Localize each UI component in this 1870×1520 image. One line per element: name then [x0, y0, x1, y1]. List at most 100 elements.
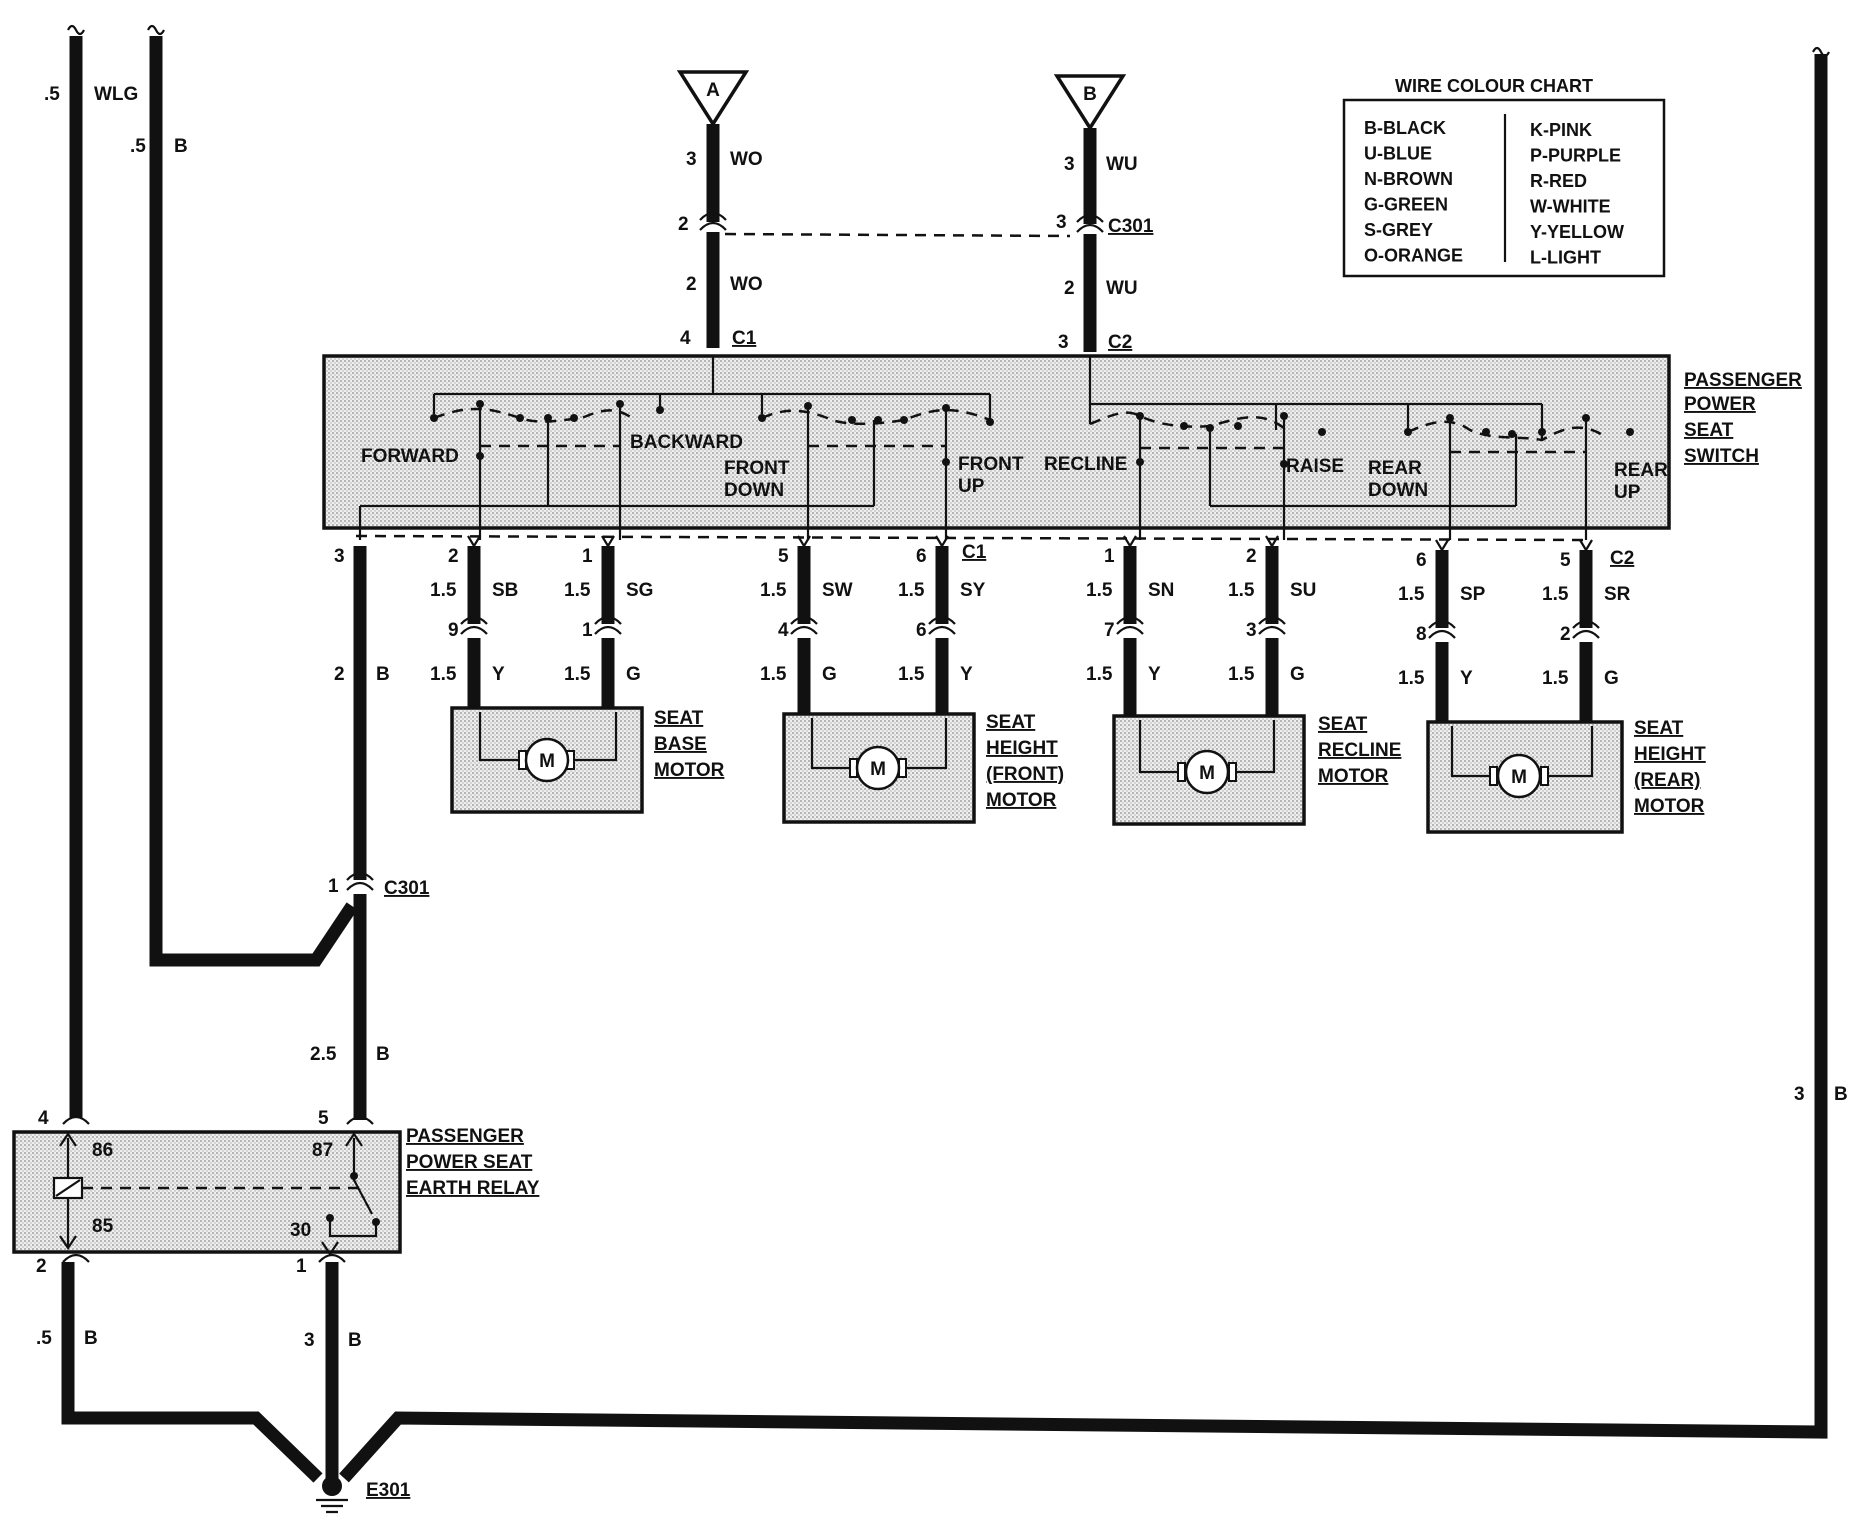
wire-color: Y: [1148, 664, 1161, 685]
wire-color: B: [174, 136, 188, 157]
connector-symbol-icon: [318, 1253, 346, 1263]
pin-number: 1: [328, 876, 339, 897]
wire-b-right: [339, 54, 1828, 1483]
legend-left-column: B-BLACKU-BLUEN-BROWNG-GREENS-GREYO-ORANG…: [1364, 118, 1463, 266]
feed-b-icon: [1053, 74, 1127, 132]
connector-label: C301: [1108, 216, 1154, 237]
wire-size: .5: [36, 1328, 52, 1349]
wire-color: Y: [960, 664, 973, 685]
motor-label: SEAT: [654, 708, 704, 729]
relay-pin-label: 85: [92, 1216, 114, 1237]
position-rear-up-label: REAR: [1614, 460, 1668, 481]
position-raise-label: RAISE: [1286, 456, 1344, 477]
c301-dashed-link: [724, 232, 1071, 238]
wire-size: 2: [1064, 278, 1075, 299]
pin-number: 5: [778, 546, 789, 567]
wire-size: 1.5: [1398, 584, 1425, 605]
pin-number: 4: [680, 328, 691, 349]
wire-color: B: [348, 1330, 362, 1351]
relay-pin-label: 30: [290, 1220, 311, 1241]
motor-label: HEIGHT: [1634, 744, 1706, 765]
switch-title: POWER: [1684, 394, 1756, 415]
pin-number: 2: [36, 1256, 47, 1277]
pin-number: 8: [1416, 624, 1427, 645]
pin-number: 2: [678, 214, 689, 235]
motor-seat-base: M SEAT BASE MOTOR: [450, 706, 725, 814]
wire-size: 1.5: [1542, 668, 1569, 689]
position-front-up-label: FRONT: [958, 454, 1024, 475]
connector-symbol-icon: [346, 1115, 374, 1125]
wire-b-left: [149, 36, 358, 967]
connector-symbol-icon: [1116, 615, 1144, 625]
motor-symbol: M: [1199, 763, 1215, 784]
arrow-icon: [797, 535, 811, 549]
ground-symbol-icon: [316, 1498, 348, 1514]
legend-item: P-PURPLE: [1530, 146, 1621, 166]
connector-symbol-icon: [928, 615, 956, 625]
pin-number: 1: [1104, 546, 1115, 567]
connector-symbol-icon: [1428, 619, 1456, 629]
wire-color: SB: [492, 580, 518, 601]
wire-size: 3: [1794, 1084, 1805, 1105]
ground-e301: .5 B 3 B E301: [36, 1262, 411, 1514]
motor-seat-recline: M SEAT RECLINE MOTOR: [1112, 714, 1401, 826]
wire-size: 1.5: [760, 664, 787, 685]
pin-number: 3: [1058, 332, 1069, 353]
legend-item: W-WHITE: [1530, 197, 1611, 217]
legend-item: Y-YELLOW: [1530, 222, 1624, 242]
motor-label: SEAT: [1318, 714, 1368, 735]
connector-symbol-icon: [790, 615, 818, 625]
relay-pin-label: 87: [312, 1140, 333, 1161]
wire-size: 2: [334, 664, 345, 685]
connector-symbol-icon: [1572, 629, 1600, 639]
wire-color: B: [1834, 1084, 1848, 1105]
wire-color: SU: [1290, 580, 1316, 601]
connector-symbol-icon: [460, 625, 488, 635]
feed-label: B: [1083, 84, 1097, 105]
motor-label: MOTOR: [986, 790, 1057, 811]
switch-bottom-dashed: [355, 534, 1591, 542]
wire-size: 1.5: [1398, 668, 1425, 689]
legend-item: G-GREEN: [1364, 195, 1448, 215]
wire-color: G: [1290, 664, 1305, 685]
right-ground-wire: 3 B: [339, 46, 1848, 1483]
arrow-icon: [467, 535, 481, 549]
connector-symbol-icon: [1258, 625, 1286, 635]
switch-contacts-front: [358, 356, 994, 540]
motor-housing: [1112, 714, 1306, 826]
feed-label: A: [706, 80, 720, 101]
pin-number: 1: [296, 1256, 307, 1277]
wire-color: G: [822, 664, 837, 685]
connector-symbol-icon: [790, 625, 818, 635]
position-rear-down-label: REAR: [1368, 458, 1422, 479]
wire-color: SR: [1604, 584, 1631, 605]
connector-symbol-icon: [62, 1253, 90, 1263]
pin-number: 5: [1560, 550, 1571, 571]
wire-color: WLG: [94, 84, 138, 105]
connector-symbol-icon: [1572, 619, 1600, 629]
legend-right-column: K-PINKP-PURPLER-REDW-WHITEY-YELLOWL-LIGH…: [1530, 120, 1624, 268]
arrow-icon: [601, 535, 615, 549]
wire-size: 1.5: [1228, 580, 1255, 601]
legend-item: U-BLUE: [1364, 144, 1432, 164]
connector-symbol-icon: [699, 211, 727, 221]
position-recline-label: RECLINE: [1044, 454, 1127, 475]
connector-symbol-icon: [594, 625, 622, 635]
pin-number: 3: [1064, 154, 1075, 175]
connector-label: C301: [384, 878, 430, 899]
motor-seat-height-front: M SEAT HEIGHT (FRONT) MOTOR: [782, 712, 1064, 824]
position-front-down-label: FRONT: [724, 458, 790, 479]
motor-label: SEAT: [1634, 718, 1684, 739]
relay-title: EARTH RELAY: [406, 1178, 540, 1199]
wire-color: Y: [492, 664, 505, 685]
motor-icon: [855, 745, 901, 791]
feed-b: B 3 WU 3 C301 2 WU 3 C2: [724, 74, 1154, 353]
connector-symbol-icon: [1428, 629, 1456, 639]
switch-ground-wire: 3 2 B 1 C301 2.5 B: [310, 546, 430, 1120]
motor-label: MOTOR: [1634, 796, 1705, 817]
